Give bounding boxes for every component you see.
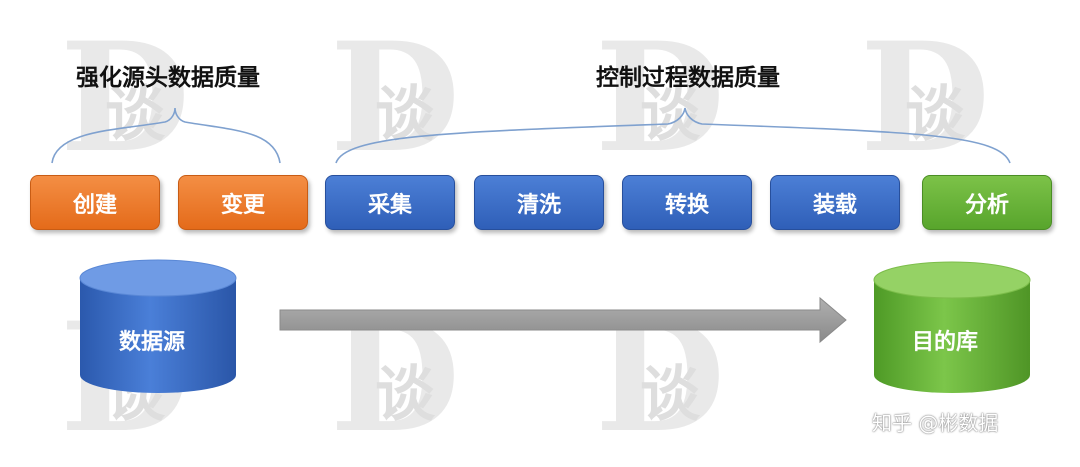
step-clean[interactable]: 清洗 — [474, 175, 604, 230]
watermark-mark: D 谈 — [860, 10, 990, 186]
credit-watermark: 知乎 @彬数据 — [872, 411, 999, 435]
process-quality-heading: 控制过程数据质量 — [596, 65, 780, 91]
step-load[interactable]: 装载 — [770, 175, 900, 230]
step-create[interactable]: 创建 — [30, 175, 160, 230]
step-transform[interactable]: 转换 — [622, 175, 752, 230]
watermark-mark: D 谈 — [330, 10, 460, 186]
step-analyze[interactable]: 分析 — [922, 175, 1052, 230]
step-change[interactable]: 变更 — [178, 175, 308, 230]
svg-text:D: D — [860, 10, 990, 186]
right-brace — [335, 107, 1011, 164]
watermark-mark: D 谈 — [595, 10, 725, 186]
svg-text:谈: 谈 — [375, 360, 436, 430]
left-brace — [51, 107, 281, 164]
svg-text:D: D — [330, 10, 460, 186]
target-database-icon — [873, 261, 1031, 393]
step-collect[interactable]: 采集 — [325, 175, 455, 230]
flow-arrow-icon — [279, 296, 847, 344]
svg-text:D: D — [60, 10, 190, 186]
target-label: 目的库 — [912, 330, 979, 355]
source-label: 数据源 — [119, 330, 186, 355]
source-database-icon — [79, 259, 237, 393]
watermark-mark: D 谈 — [60, 10, 190, 186]
svg-text:谈: 谈 — [640, 360, 701, 430]
svg-text:D: D — [595, 10, 725, 186]
source-quality-heading: 强化源头数据质量 — [76, 65, 260, 91]
svg-text:谈: 谈 — [105, 80, 166, 150]
svg-text:谈: 谈 — [640, 80, 701, 150]
